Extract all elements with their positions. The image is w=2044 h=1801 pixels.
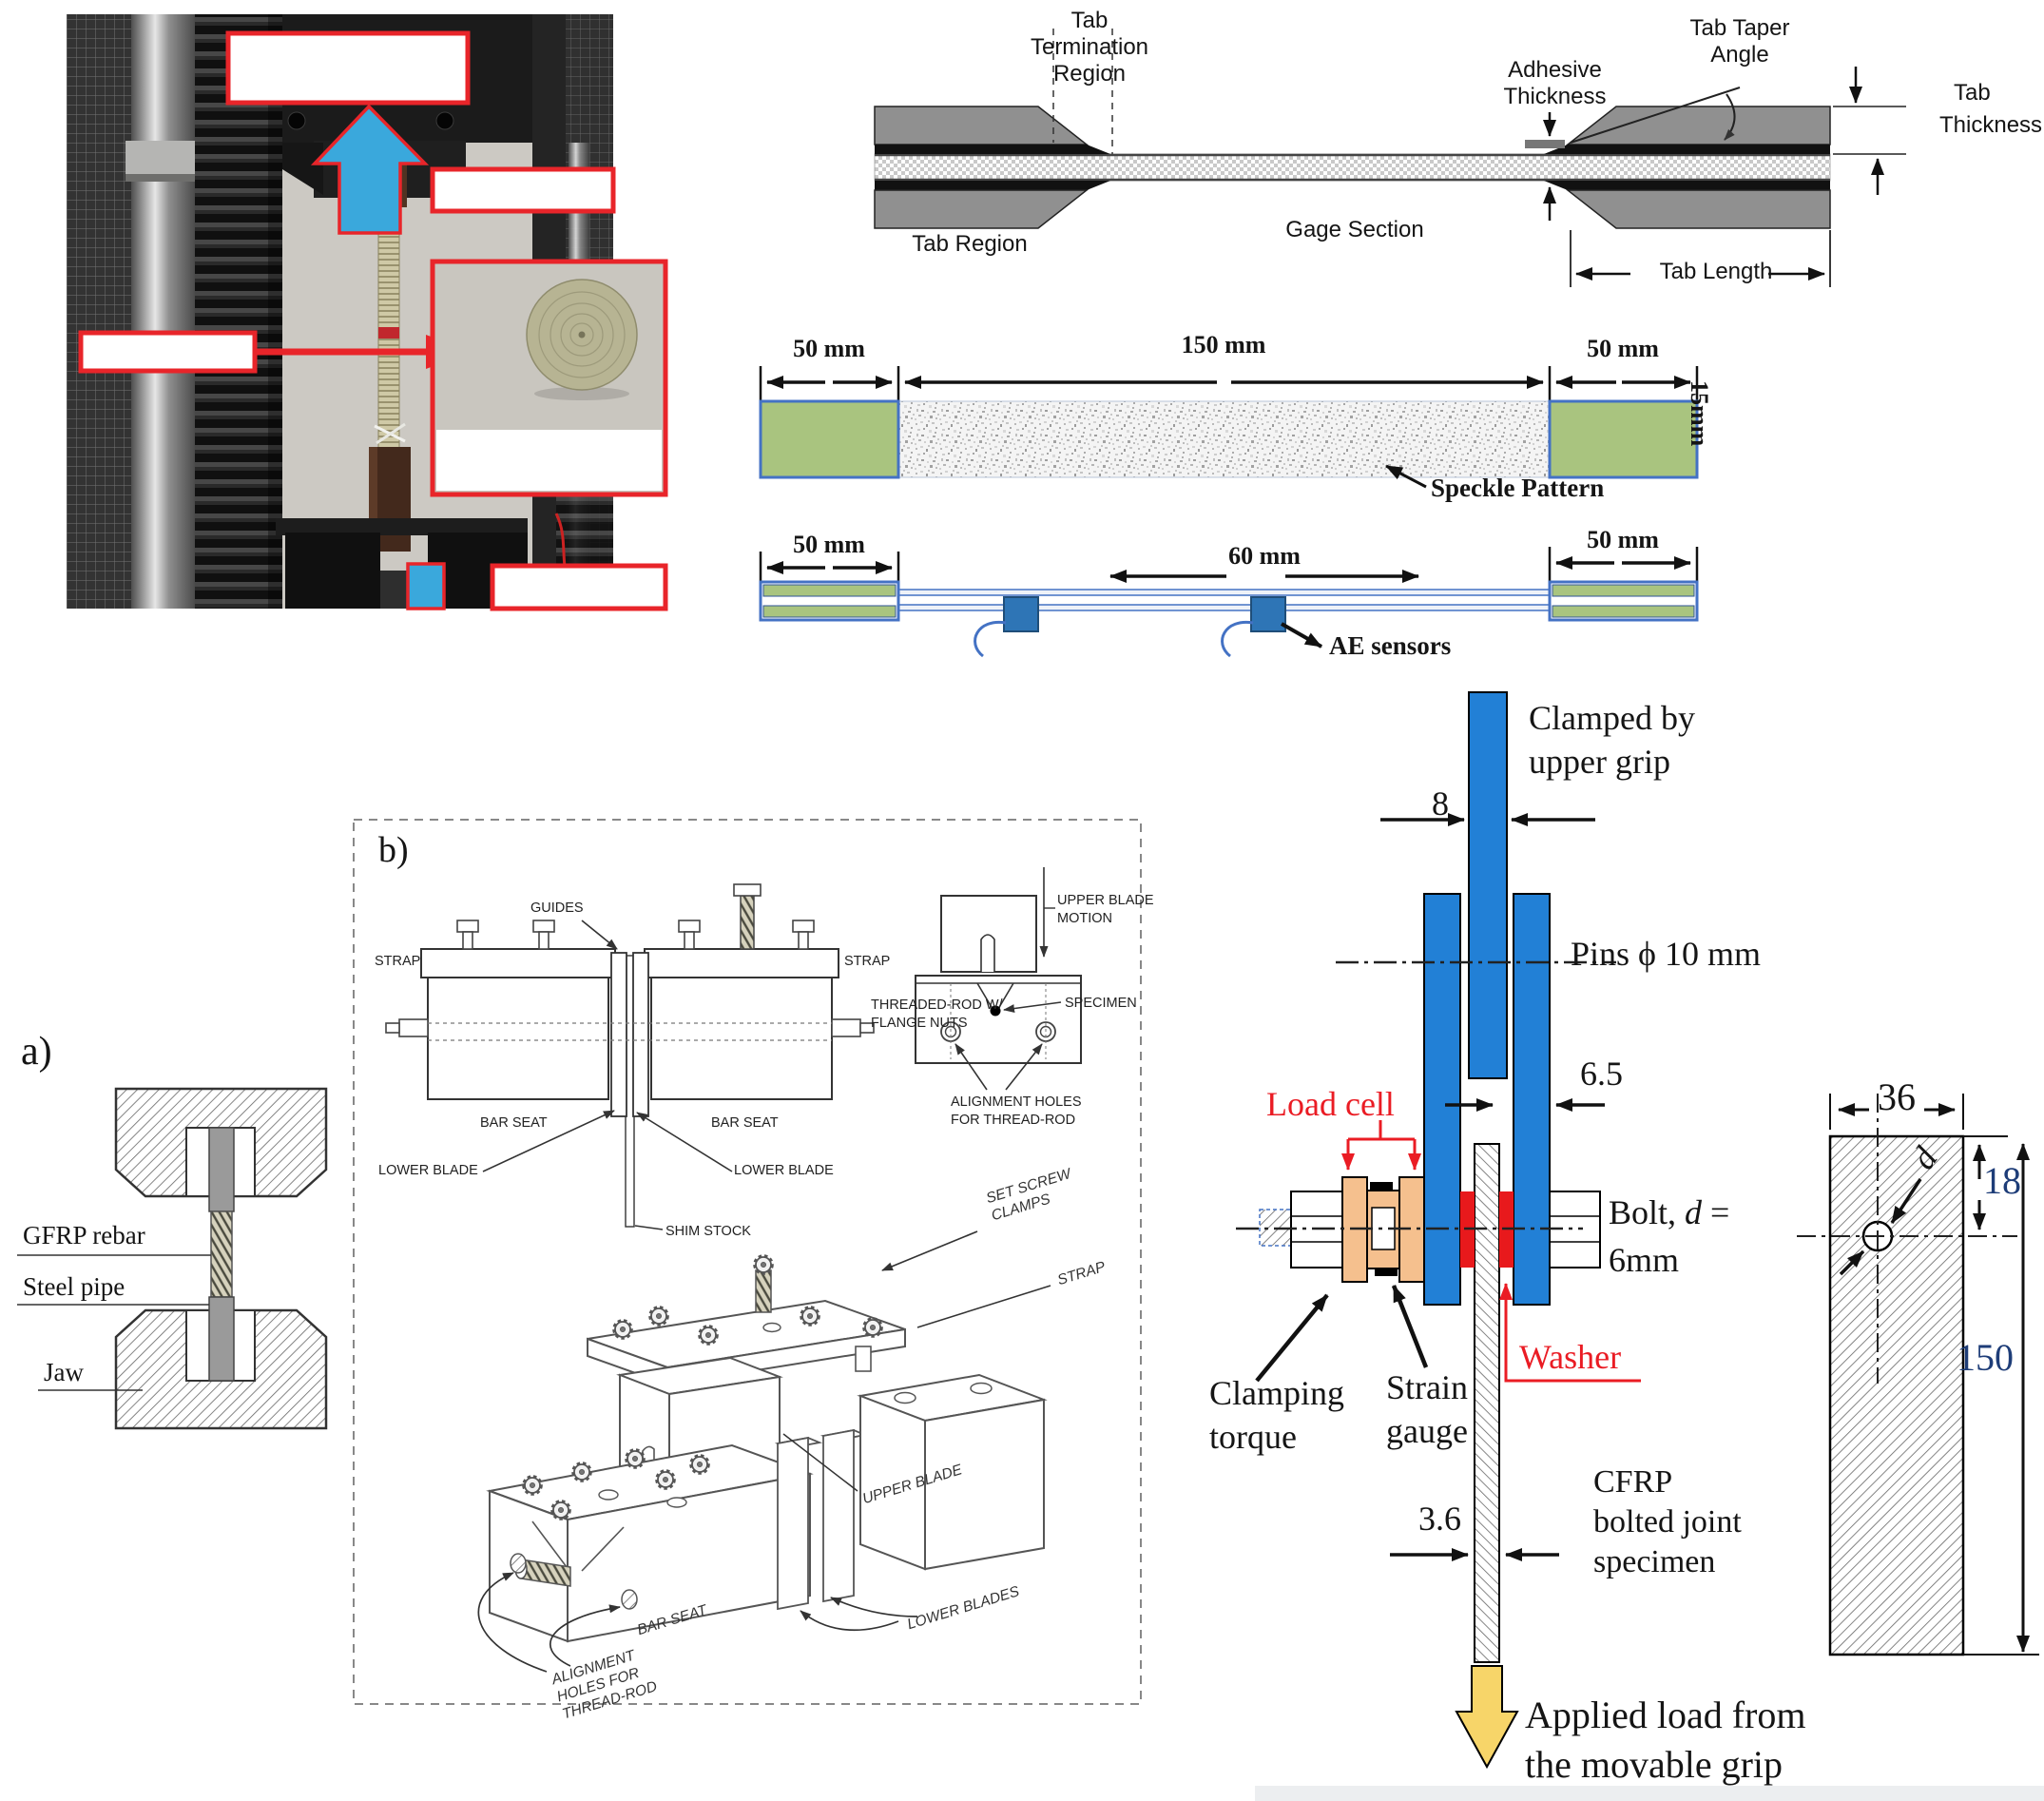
- strap-right-label: STRAP: [844, 954, 891, 969]
- bolted-joint-schematic: [1236, 691, 1641, 1770]
- empty-label-box-top: [225, 30, 471, 106]
- ae-sensor-icon: [1003, 596, 1039, 632]
- applied-load-arrow-icon: [1455, 1665, 1519, 1770]
- dic-dim-left: 50 mm: [793, 335, 865, 362]
- page-edge-strip: [1255, 1786, 2044, 1801]
- guides-label: GUIDES: [530, 900, 584, 916]
- ae-sensors-label: AE sensors: [1329, 631, 1452, 660]
- pins-label: Pins ϕ 10 mm: [1571, 935, 1761, 973]
- ae-sensor-icon: [1250, 596, 1286, 632]
- width-8-dim: 8: [1432, 784, 1449, 823]
- bar-seat-right-label: BAR SEAT: [711, 1115, 779, 1131]
- gap-6-5-dim: 6.5: [1580, 1055, 1623, 1093]
- ae-dim-mid: 60 mm: [1228, 542, 1301, 570]
- panel-b-tag: b): [378, 830, 409, 870]
- panel-b-iso-view: [477, 1230, 1051, 1673]
- panel-a-tag: a): [21, 1030, 52, 1074]
- lower-blade-left-label: LOWER BLADE: [378, 1163, 478, 1178]
- thickness-3-6-dim: 3.6: [1418, 1500, 1461, 1538]
- empty-label-box-left: [78, 330, 258, 374]
- gfrp-rebar-label: GFRP rebar: [23, 1221, 145, 1249]
- shim-stock-label: SHIM STOCK: [665, 1224, 751, 1239]
- dic-height-dim: 15mm: [1686, 380, 1713, 447]
- front-length-150-dim: 150: [1957, 1336, 2014, 1379]
- lower-blade-right-label: LOWER BLADE: [734, 1163, 834, 1178]
- specimen-front-view: [1797, 1094, 2039, 1656]
- dic-dim-right: 50 mm: [1587, 335, 1659, 362]
- ae-specimen-diagram: [759, 547, 1699, 658]
- specimen-label: SPECIMEN: [1065, 996, 1137, 1011]
- front-edge-18-dim: 18: [1983, 1159, 2021, 1202]
- tab-length-label: Tab Length: [1659, 259, 1773, 284]
- dic-specimen-diagram: [759, 366, 1699, 489]
- empty-label-box-bottom: [490, 563, 668, 611]
- down-arrow-icon: [406, 562, 446, 610]
- jaw-label: Jaw: [44, 1358, 84, 1386]
- photo-annotations: [78, 30, 668, 611]
- up-arrow-icon: [310, 104, 430, 235]
- rebar-cross-section-inset: [430, 259, 668, 497]
- tab-specimen-diagram: [874, 29, 1906, 287]
- panel-b-end-view: [915, 867, 1082, 1091]
- threaded-rod-label: THREADED-ROD W/FLANGE NUTS: [871, 997, 1003, 1031]
- load-cell-label: Load cell: [1266, 1085, 1395, 1123]
- panel-a-diagram: [17, 1087, 328, 1430]
- speckle-pattern-label: Speckle Pattern: [1431, 474, 1605, 502]
- washer-label: Washer: [1519, 1338, 1622, 1376]
- bar-seat-left-label: BAR SEAT: [480, 1115, 548, 1131]
- empty-label-box-right: [430, 166, 616, 214]
- bolt-label: Bolt, d =: [1609, 1193, 1730, 1231]
- tab-thickness-label-line2: Thickness: [1939, 112, 2043, 138]
- tab-region-label: Tab Region: [912, 231, 1028, 257]
- gage-section-label: Gage Section: [1285, 217, 1424, 242]
- steel-pipe-label: Steel pipe: [23, 1272, 125, 1301]
- panel-b-diagram: [353, 819, 1142, 1705]
- bolt-value-label: 6mm: [1609, 1241, 1680, 1279]
- ae-dim-right: 50 mm: [1587, 526, 1659, 553]
- dic-dim-mid: 150 mm: [1181, 331, 1266, 358]
- tab-thickness-label-line1: Tab: [1954, 80, 1991, 106]
- ae-dim-left: 50 mm: [793, 531, 865, 558]
- panel-b-front-view: [385, 883, 875, 1230]
- strap-left-label: STRAP: [375, 954, 421, 969]
- front-width-36-dim: 36: [1878, 1075, 1916, 1118]
